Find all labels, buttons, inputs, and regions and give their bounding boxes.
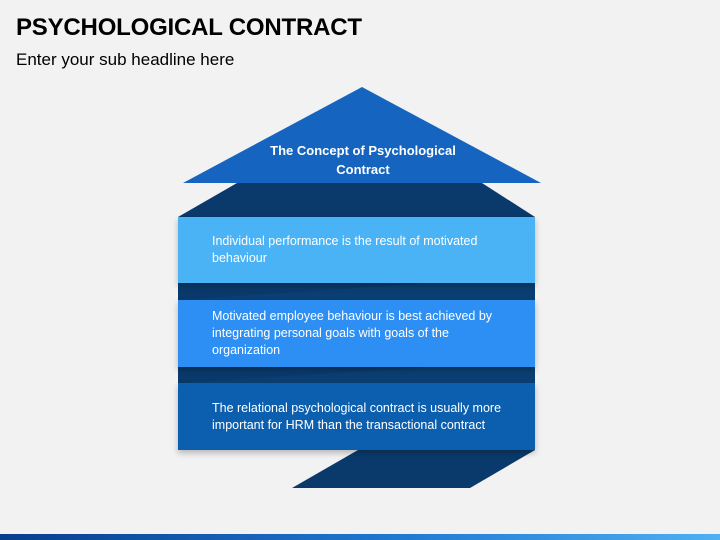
page-title: PSYCHOLOGICAL CONTRACT xyxy=(16,14,362,41)
concept-item-text: Individual performance is the result of … xyxy=(212,234,478,265)
ribbon-fold-2b xyxy=(178,283,535,300)
concept-item-text: The relational psychological contract is… xyxy=(212,400,502,432)
ribbon-tail xyxy=(292,450,535,488)
arrow-head-label: The Concept of Psychological Contract xyxy=(270,143,456,177)
arrow-head xyxy=(183,87,541,183)
concept-item-2: Motivated employee behaviour is best ach… xyxy=(178,300,535,367)
concept-item-1: Individual performance is the result of … xyxy=(178,217,535,283)
footer-accent-bar xyxy=(0,534,720,540)
ribbon-fold-1 xyxy=(178,183,535,217)
ribbon-fold-3b xyxy=(178,367,535,383)
page-subtitle: Enter your sub headline here xyxy=(16,50,235,69)
concept-item-text: Motivated employee behaviour is best ach… xyxy=(212,309,493,357)
concept-item-3: The relational psychological contract is… xyxy=(178,383,535,450)
